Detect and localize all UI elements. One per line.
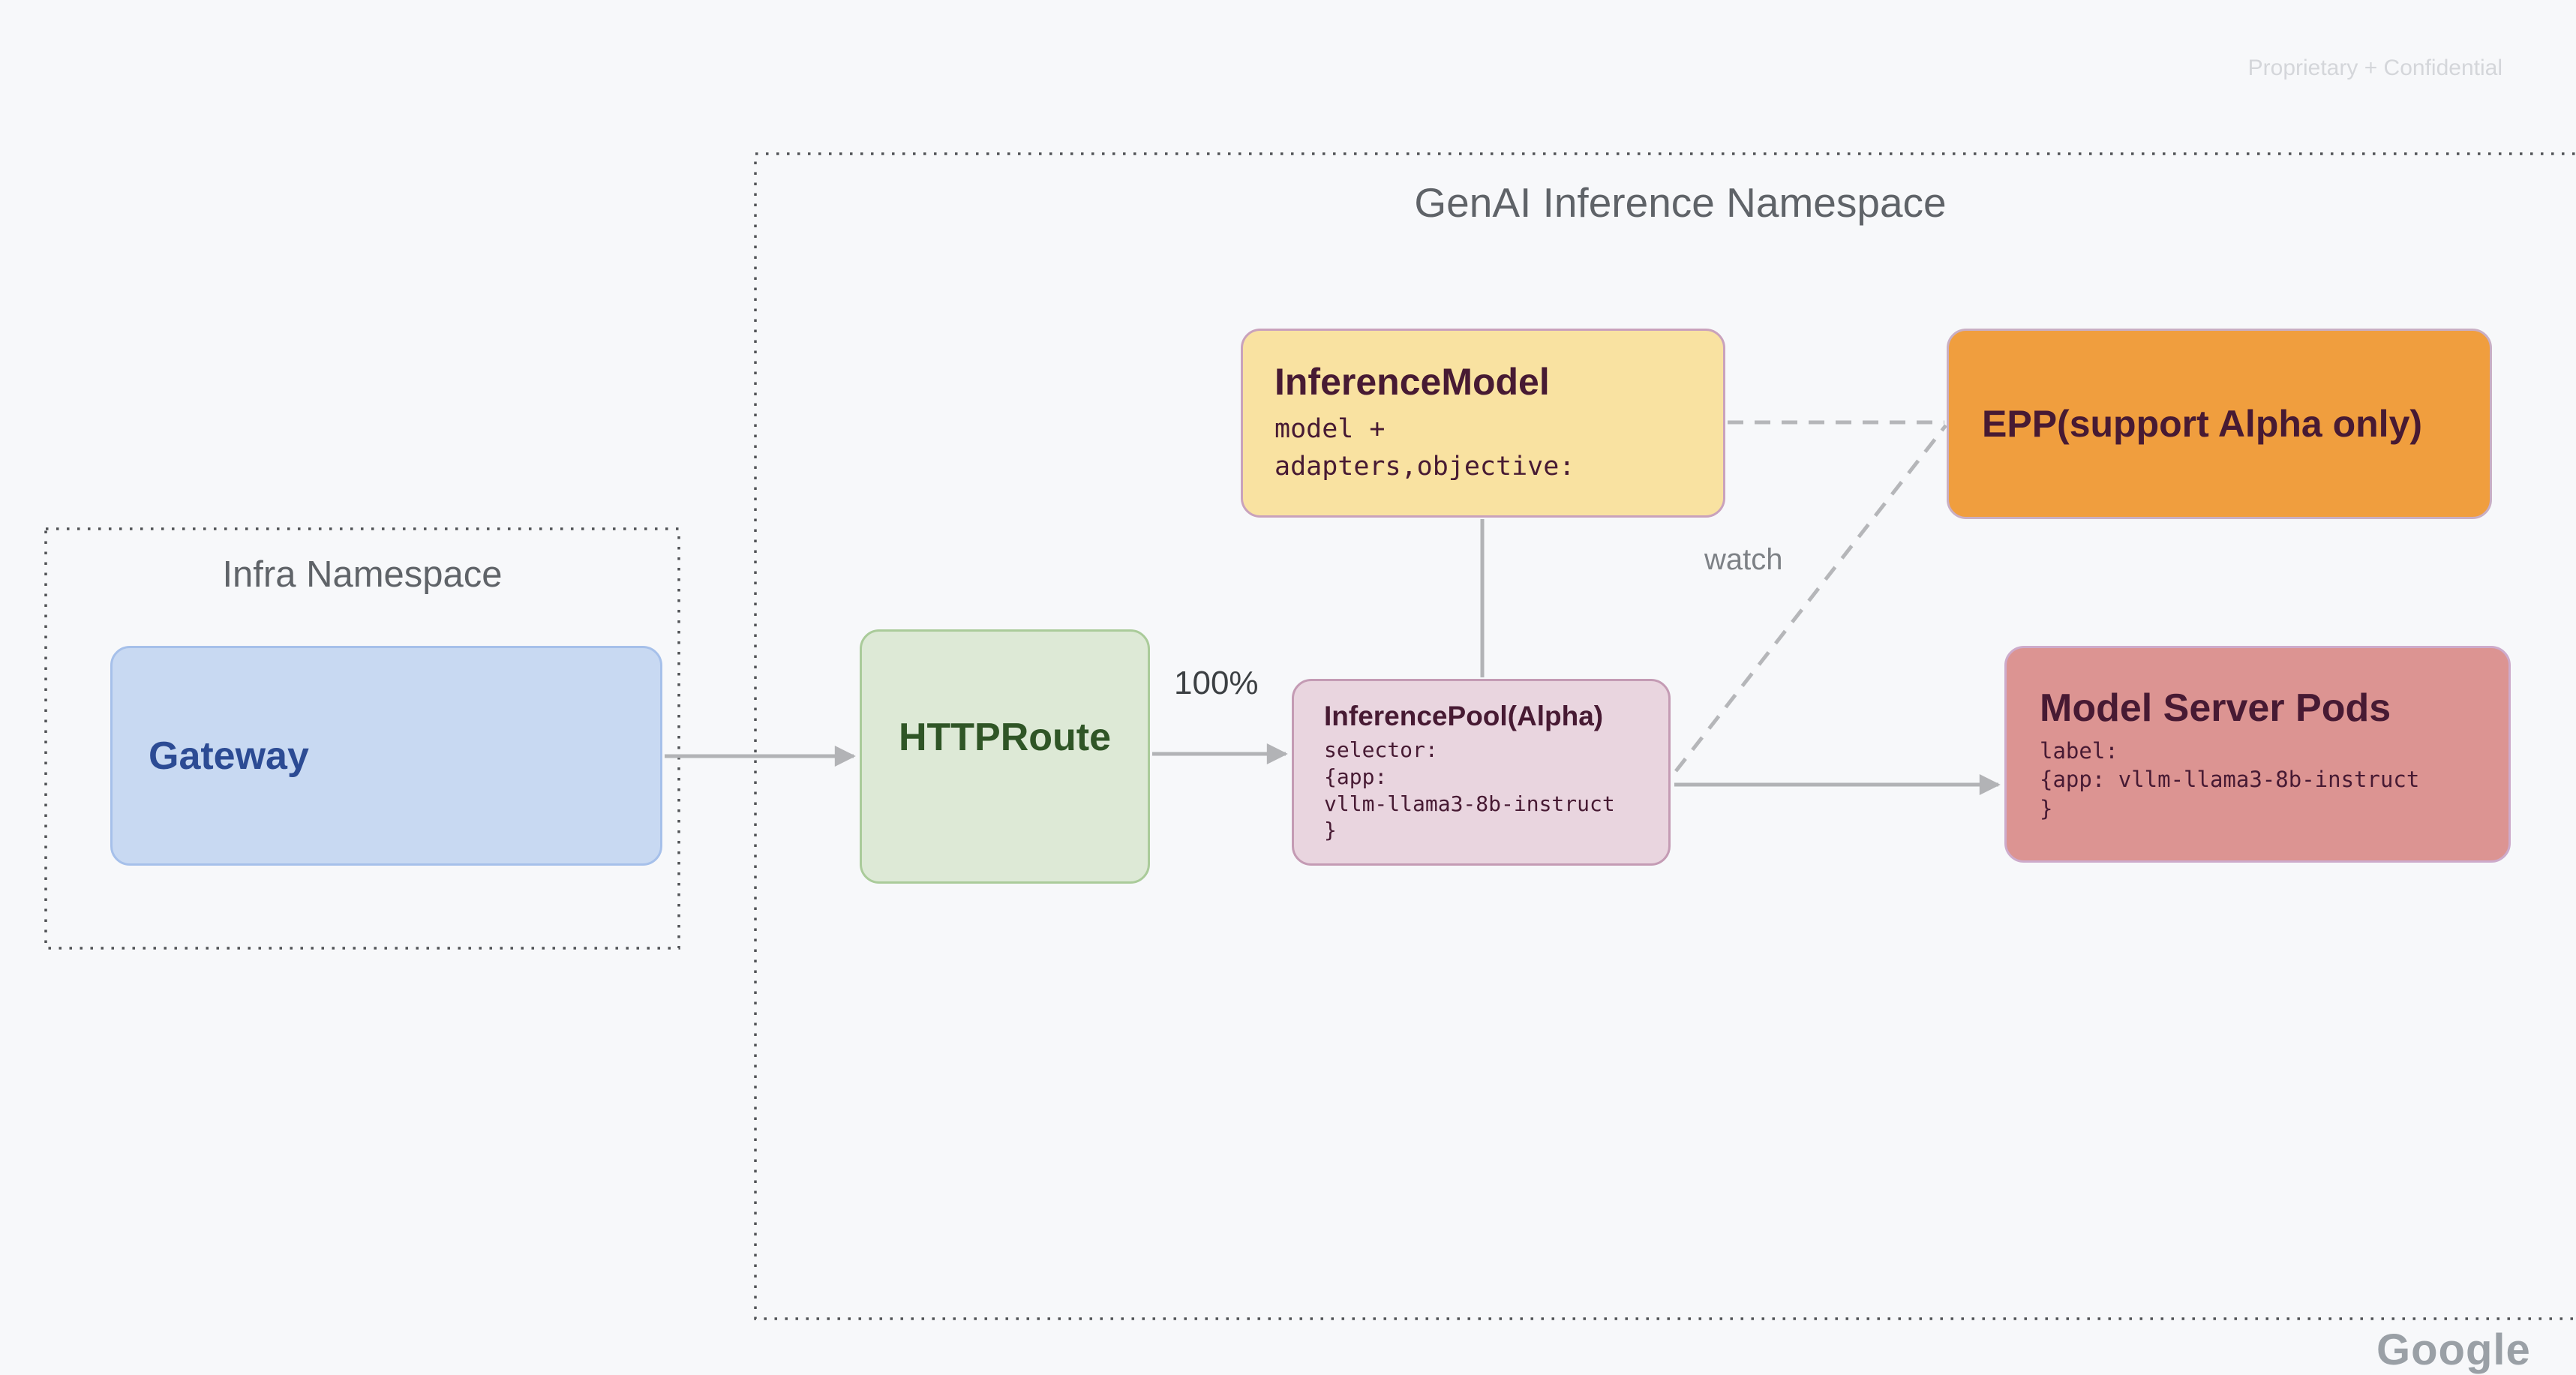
dashed-line-inferencepool-to-epp-watch [1674,424,1947,773]
inference-pool-line: } [1324,818,1337,843]
google-logo: Google [2376,1325,2531,1374]
infra-namespace-title: Infra Namespace [222,554,503,595]
inference-model-node: InferenceModel model + adapters,objectiv… [1241,329,1725,518]
gateway-title: Gateway [149,734,309,778]
inference-pool-title: InferencePool(Alpha) [1324,700,1604,731]
inference-pool-node: InferencePool(Alpha) selector: {app: vll… [1292,679,1671,866]
inference-model-title: InferenceModel [1274,361,1550,404]
inference-model-line: model + [1274,414,1386,445]
inference-model-line: adapters,objective: [1274,452,1575,482]
diagram-canvas: { "watermark": "Proprietary + Confidenti… [44,56,2576,1374]
inference-pool-line: selector: [1324,737,1438,762]
model-server-pods-line: } [2040,795,2053,821]
httproute-title: HTTPRoute [898,715,1112,759]
genai-namespace-title: GenAI Inference Namespace [1414,179,1947,226]
model-server-pods-line: label: [2040,737,2118,764]
httproute-node: HTTPRoute [860,629,1150,884]
model-server-pods-line: {app: vllm-llama3-8b-instruct [2040,767,2420,793]
epp-title: EPP(support Alpha only) [1982,403,2423,445]
infra-namespace-border [44,527,680,950]
inference-pool-line: {app: [1324,764,1388,789]
model-server-pods-node: Model Server Pods label: {app: vllm-llam… [2004,646,2511,863]
epp-node: EPP(support Alpha only) [1947,329,2492,519]
confidentiality-watermark: Proprietary + Confidential [2247,56,2502,80]
connector-layer [44,152,2576,1320]
model-server-pods-title: Model Server Pods [2040,686,2391,730]
watch-label: watch [1704,543,1783,576]
gateway-node: Gateway [110,646,662,866]
route-weight-label: 100% [1174,665,1259,701]
inference-pool-line: vllm-llama3-8b-instruct [1324,791,1615,816]
